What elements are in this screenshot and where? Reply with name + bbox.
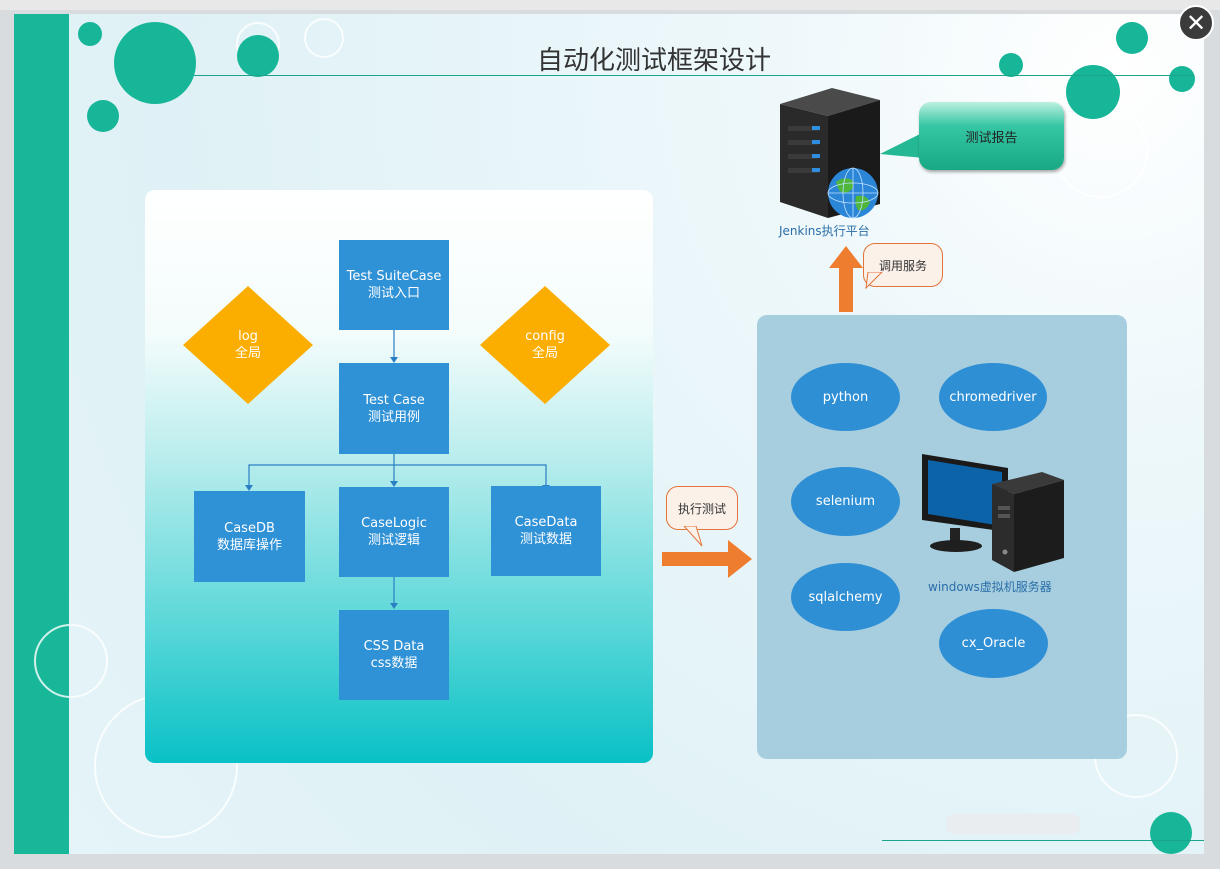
decor-bubble (87, 100, 119, 132)
decor-ring (34, 624, 108, 698)
framework-connectors (245, 330, 550, 609)
config-diamond: config 全局 (480, 286, 610, 404)
invoke-arrow-icon (829, 246, 863, 312)
slide: 自动化测试框架设计 Test SuiteCase 测试入口 (14, 14, 1204, 854)
tool-cx-oracle: cx_Oracle (939, 609, 1048, 678)
vm-caption: windows虚拟机服务器 (928, 580, 1052, 594)
invoke-callout: 调用服务 (863, 243, 943, 287)
title-rule (194, 75, 1194, 76)
tool-chromedriver: chromedriver (939, 363, 1047, 431)
decor-bubble (1169, 66, 1195, 92)
close-icon: ✕ (1185, 9, 1207, 37)
decor-bubble (1150, 812, 1192, 854)
tool-python: python (791, 363, 900, 431)
test-suitecase-title: Test SuiteCase (346, 269, 442, 284)
decor-bubble (999, 53, 1023, 77)
log-title: log (238, 329, 258, 344)
decor-bubble (1116, 22, 1148, 54)
slide-sidebar (14, 14, 69, 854)
casedb-title: CaseDB (224, 520, 275, 536)
log-subtitle: 全局 (234, 346, 261, 361)
casedata-box: CaseData 测试数据 (491, 486, 601, 576)
window-top-strip (0, 0, 1220, 10)
config-subtitle: 全局 (531, 346, 558, 361)
execute-arrow-icon (662, 540, 752, 578)
decor-bubble (237, 35, 279, 77)
execute-callout-tail (683, 526, 703, 547)
blurred-watermark (946, 814, 1080, 834)
casedb-subtitle: 数据库操作 (216, 537, 282, 553)
casedb-box: CaseDB 数据库操作 (194, 491, 305, 582)
decor-bubble (1066, 65, 1120, 119)
decor-bubble (78, 22, 102, 46)
test-case-box: Test Case 测试用例 (339, 363, 449, 454)
test-report-bubble: 测试报告 (919, 102, 1064, 170)
config-title: config (525, 329, 565, 344)
decor-ring (304, 18, 344, 58)
test-case-title: Test Case (363, 392, 425, 408)
css-data-subtitle: css数据 (370, 656, 418, 671)
css-data-box: CSS Data css数据 (339, 610, 449, 700)
footer-rule (882, 840, 1204, 841)
invoke-callout-tail (865, 272, 883, 290)
css-data-title: CSS Data (363, 639, 425, 654)
tool-selenium: selenium (791, 467, 900, 536)
globe-icon (827, 167, 879, 219)
invoke-label: 调用服务 (878, 258, 927, 273)
log-diamond: log 全局 (183, 286, 313, 404)
page-title: 自动化测试框架设计 (536, 46, 771, 76)
test-suitecase-box: Test SuiteCase 测试入口 (339, 240, 449, 330)
report-bubble-tail (880, 132, 924, 158)
desktop-computer-icon (922, 454, 1064, 572)
execute-label: 执行测试 (677, 501, 726, 516)
tool-sqlalchemy: sqlalchemy (791, 563, 900, 631)
test-report-label: 测试报告 (965, 130, 1018, 146)
caselogic-title: CaseLogic (361, 516, 427, 531)
jenkins-caption: Jenkins执行平台 (779, 224, 870, 238)
execute-callout: 执行测试 (666, 486, 738, 530)
caselogic-box: CaseLogic 测试逻辑 (339, 487, 449, 577)
close-button[interactable]: ✕ (1178, 5, 1214, 41)
test-case-subtitle: 测试用例 (367, 409, 420, 425)
casedata-subtitle: 测试数据 (519, 532, 572, 547)
caselogic-subtitle: 测试逻辑 (367, 533, 420, 548)
casedata-title: CaseData (514, 515, 578, 530)
decor-bubble (114, 22, 196, 104)
test-suitecase-subtitle: 测试入口 (367, 286, 420, 301)
